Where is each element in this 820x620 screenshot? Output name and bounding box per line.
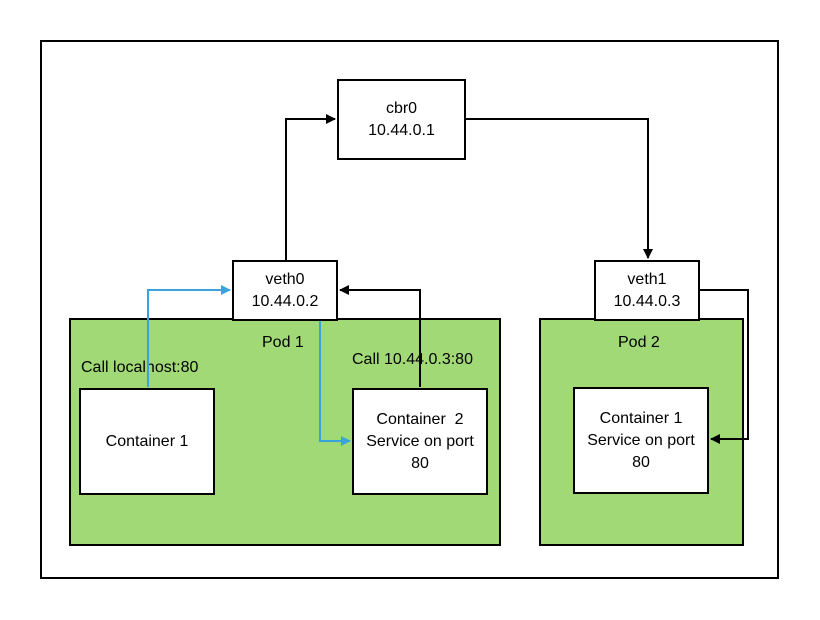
veth0-interface: veth0 10.44.0.2: [232, 260, 338, 321]
veth1-name: veth1: [627, 270, 667, 288]
pod-1-container-1-label: Container 1: [105, 432, 189, 450]
pod-2-container-1-title: Container 1: [599, 409, 683, 427]
pod-2-container-1-service: Service on port: [587, 431, 695, 449]
call-remote-label: Call 10.44.0.3:80: [352, 351, 473, 368]
cbr0-name: cbr0: [385, 99, 418, 117]
pod-1-title: Pod 1: [262, 334, 304, 351]
veth0-to-container2-blue-arrow: [319, 321, 351, 446]
pod-2-container-1-port: 80: [632, 453, 650, 471]
veth0-name: veth0: [265, 270, 305, 288]
pod-1-container-2-service: Service on port: [366, 432, 474, 450]
veth0-ip: 10.44.0.2: [251, 292, 319, 310]
pod-2-title: Pod 2: [618, 334, 660, 351]
pod-2-container-1: Container 1 Service on port 80: [573, 387, 709, 494]
cbr0-bridge: cbr0 10.44.0.1: [337, 79, 466, 160]
pod-1-container-2-port: 80: [411, 454, 429, 472]
call-localhost-label: Call localhost:80: [81, 359, 199, 376]
veth1-to-pod2-container-arrow: [700, 289, 749, 444]
pod-1-container-2-title: Container 2: [376, 410, 464, 428]
diagram-frame: [40, 40, 779, 579]
veth1-interface: veth1 10.44.0.3: [594, 260, 700, 321]
cbr0-ip: 10.44.0.1: [368, 121, 435, 139]
cbr0-to-veth1-arrow: [466, 118, 653, 259]
container2-to-veth0-arrow: [339, 285, 421, 387]
veth0-to-cbr0-arrow: [285, 114, 336, 260]
pod-1-container-1: Container 1: [79, 388, 215, 495]
pod-1-container-2: Container 2 Service on port 80: [352, 388, 488, 495]
container1-to-veth0-blue-arrow: [147, 285, 231, 387]
veth1-ip: 10.44.0.3: [613, 292, 681, 310]
